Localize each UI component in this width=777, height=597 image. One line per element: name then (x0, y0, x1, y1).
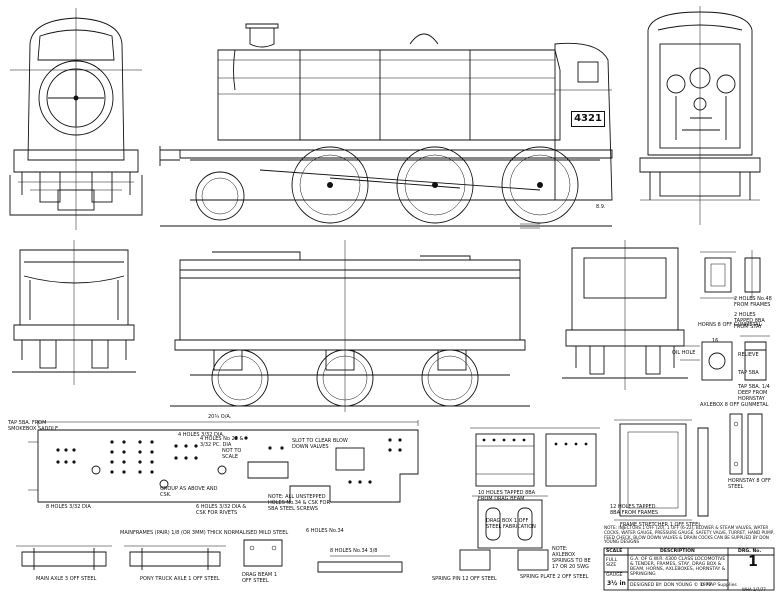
tb-drg-no-head: DRG. No. (738, 549, 762, 554)
holes-12-tapped-label: 12 HOLES TAPPED 8BA FROM FRAMES (610, 504, 659, 516)
tb-scale-head: SCALE (606, 549, 623, 554)
spring-pin (317, 555, 403, 573)
pony-truck-axle (124, 545, 226, 570)
axlebox-detail (680, 335, 770, 381)
holes-4-hole-label: 4 HOLES No 28 & 3/32 PC. DIA (200, 436, 244, 448)
holes-10-tapped-label: 10 HOLES TAPPED 8BA FROM DRAG BEAM (478, 490, 536, 502)
spring-plate-label: SPRING PLATE 2 OFF STEEL (520, 574, 589, 580)
drag-beam (243, 539, 283, 567)
group-as-above-label: GROUP AS ABOVE AND CSK. (160, 486, 218, 498)
mainframes-label: MAINFRAMES (PAIR) 1/8 (OR 3MM) THICK NOR… (120, 530, 289, 536)
tb-copyright: © MAP Supplies (700, 583, 737, 588)
oil-hole-label: OIL HOLE (672, 350, 696, 356)
slot-clear-label: SLOT TO CLEAR BLOW DOWN VALVES (292, 438, 348, 450)
spring-plate-detail (459, 495, 549, 571)
holes-6-3b-label: 6 HOLES 3/32 DIA & CSK FOR RIVETS (196, 504, 247, 516)
frame-stretcher-label: FRAME STRETCHER 1 OFF STEEL (620, 522, 702, 528)
hornstay-detail (729, 413, 763, 475)
unstepped-note-label: NOTE: ALL UNSTEPPED HOLES No.34 & CSK FO… (268, 494, 330, 512)
drag-box (470, 427, 600, 487)
mainframe-plate (28, 420, 419, 503)
frame-stretcher (614, 419, 709, 521)
spring-pin-label: SPRING PIN 12 OFF STEEL (432, 576, 497, 582)
holes-8-3b-label: 8 HOLES 3/32 DIA (46, 504, 91, 510)
tap-5ba-label: TAP 5BA (738, 370, 759, 376)
horns-label: HORNS 8 OFF GUNMETAL (698, 322, 762, 328)
main-axle (16, 545, 112, 570)
not-to-scale-label: NOT TO SCALE (222, 448, 242, 460)
holes-6-axle-label: 6 HOLES No.34 (306, 528, 344, 534)
tb-footer: WHA 1/7/77 (742, 587, 766, 592)
axlebox-label: AXLEBOX 8 OFF GUNMETAL (700, 402, 769, 408)
tender-rear-view (562, 240, 688, 390)
tap-from-hornstay-label: TAP 5BA. 1/4 DEEP FROM HORNSTAY (738, 384, 770, 402)
loco-mark: 8.9. (596, 204, 606, 210)
title-block (603, 547, 775, 591)
tb-full-size: FULL SIZE (606, 558, 618, 568)
tb-description: G.A. OF G.W.R. 4300 CLASS LOCOMOTIVE & T… (630, 557, 726, 577)
drag-box-label: DRAG BOX 1 OFF STEEL FABRICATION (486, 518, 536, 530)
relieve-label: RELIEVE (738, 352, 759, 358)
tender-side-elevation (170, 240, 530, 412)
hornstay-label: HORNSTAY 8 OFF STEEL (728, 478, 771, 490)
nominal-width-label: 20¾ O/A. (208, 414, 232, 420)
loco-front-view (9, 8, 143, 230)
dim-16-label: 16 (712, 338, 719, 344)
holes-2-frames-label: 2 HOLES No.48 FROM FRAMES (734, 296, 772, 308)
tb-drg-no: 1 (748, 554, 758, 570)
drag-beam-label: DRAG BEAM 1 OFF STEEL (242, 572, 278, 584)
tb-gauge-value: 3½ in (607, 580, 626, 587)
loco-number-plate: 4321 (571, 111, 605, 127)
tender-end-view-left (12, 240, 136, 385)
tb-gauge: GAUGE (606, 573, 623, 578)
tap-note-label: TAP 5BA. FROM SMOKEBOX SADDLE (8, 420, 59, 432)
main-axle-label: MAIN AXLE 3 OFF STEEL (36, 576, 97, 582)
loco-cab-rear-view (639, 6, 761, 225)
tb-designer: DESIGNED BY: DON YOUNG © 1977 (630, 583, 712, 588)
arbox-note-label: NOTE: AXLEBOX SPRINGS TO BE 17 OR 20 SWG (552, 546, 591, 570)
holes-8-axle-label: 8 HOLES No.34 3/8 (330, 548, 378, 554)
pony-truck-axle-label: PONY TRUCK AXLE 1 OFF STEEL (140, 576, 220, 582)
horn-detail (700, 250, 761, 300)
holes-4-3b-label: 4 HOLES 3/32 DIA. (178, 432, 225, 438)
injector-notes: NOTE: INJECTORS 1 OFF (20), 1 OFF (6-22)… (604, 525, 775, 545)
holes-2-stay-label: 2 HOLES TAPPED 8BA FROM STAY (734, 312, 765, 330)
tb-description-head: DESCRIPTION (660, 549, 695, 554)
loco-side-elevation (159, 23, 613, 229)
